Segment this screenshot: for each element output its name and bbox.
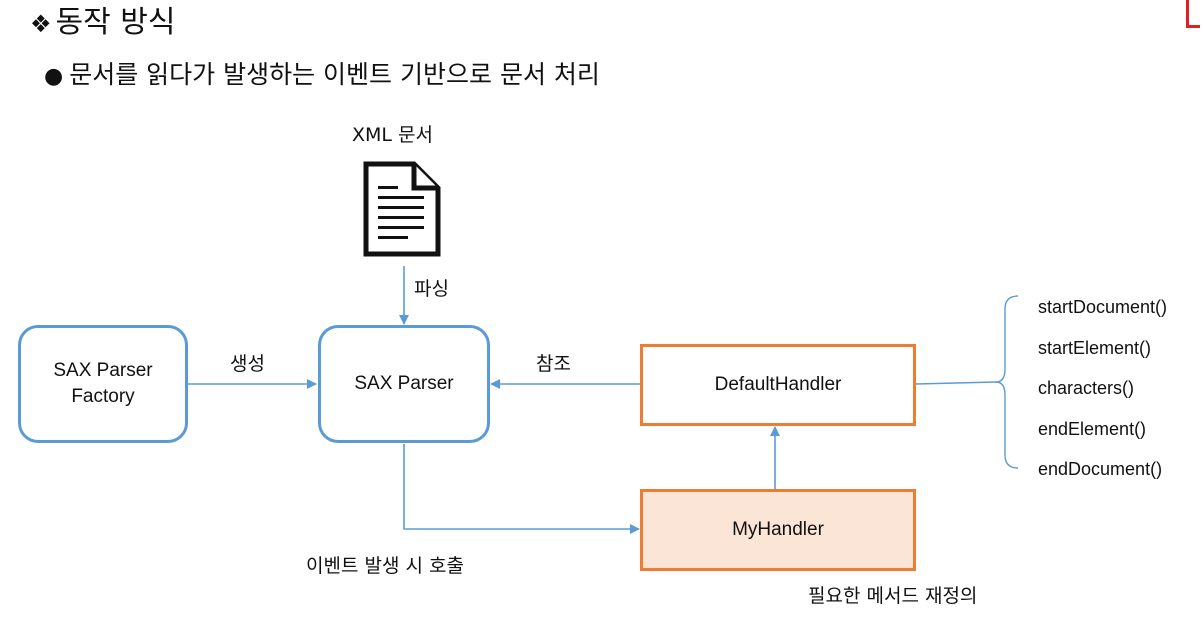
my-handler-box: MyHandler (640, 489, 916, 571)
my-handler-label: MyHandler (732, 519, 824, 540)
sax-parser-factory-box: SAX Parser Factory (18, 325, 188, 443)
parse-label: 파싱 (414, 278, 449, 300)
default-handler-label: DefaultHandler (714, 374, 842, 395)
dot-bullet-icon: ● (44, 64, 64, 89)
xml-document-icon (363, 161, 441, 257)
call-arrow (403, 444, 640, 534)
section-heading: ❖동작 방식 (30, 4, 175, 43)
method-item: characters() (1038, 378, 1135, 398)
subheading: ●문서를 읽다가 발생하는 이벤트 기반으로 문서 처리 (44, 58, 600, 94)
reference-label: 참조 (536, 353, 571, 375)
red-corner-mark (1186, 0, 1200, 28)
override-label: 필요한 메서드 재정의 (808, 585, 978, 607)
factory-line1: SAX Parser (53, 360, 153, 381)
sax-parser-label: SAX Parser (354, 373, 454, 394)
default-handler-box: DefaultHandler (640, 344, 916, 426)
create-label: 생성 (230, 353, 265, 375)
factory-line2: Factory (71, 386, 135, 407)
methods-connector (915, 381, 997, 385)
method-item: startElement() (1038, 338, 1152, 358)
method-item: startDocument() (1038, 297, 1168, 317)
method-item: endDocument() (1038, 459, 1163, 479)
method-item: endElement() (1038, 419, 1147, 439)
methods-brace (995, 295, 1019, 469)
diamond-bullet-icon: ❖ (30, 10, 52, 38)
subheading-text: 문서를 읽다가 발생하는 이벤트 기반으로 문서 처리 (69, 60, 600, 89)
sax-parser-box: SAX Parser (318, 325, 490, 443)
event-call-label: 이벤트 발생 시 호출 (306, 555, 464, 577)
section-heading-text: 동작 방식 (55, 5, 176, 40)
xml-document-label: XML 문서 (352, 124, 433, 146)
